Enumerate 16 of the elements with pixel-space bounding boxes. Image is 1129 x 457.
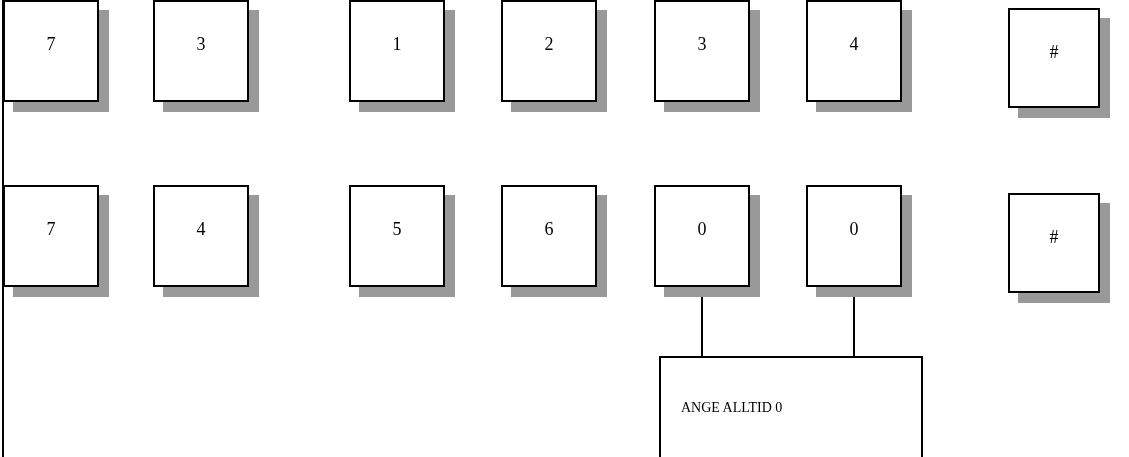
key-label: 0 [849,219,859,241]
key-label: # [1049,227,1059,249]
key-label: 4 [849,34,859,56]
key-label: 0 [697,219,707,241]
key-label: 3 [196,34,206,56]
key-label: 2 [544,34,554,56]
key-label: 6 [544,219,554,241]
key-label: 1 [392,34,402,56]
key-label: # [1049,42,1059,64]
note-box [659,356,923,457]
key-label: 7 [46,34,56,56]
note-text: ANGE ALLTID 0 [681,400,783,415]
key-label: 5 [392,219,402,241]
key-label: 3 [697,34,707,56]
key-label: 7 [46,219,56,241]
key-label: 4 [196,219,206,241]
